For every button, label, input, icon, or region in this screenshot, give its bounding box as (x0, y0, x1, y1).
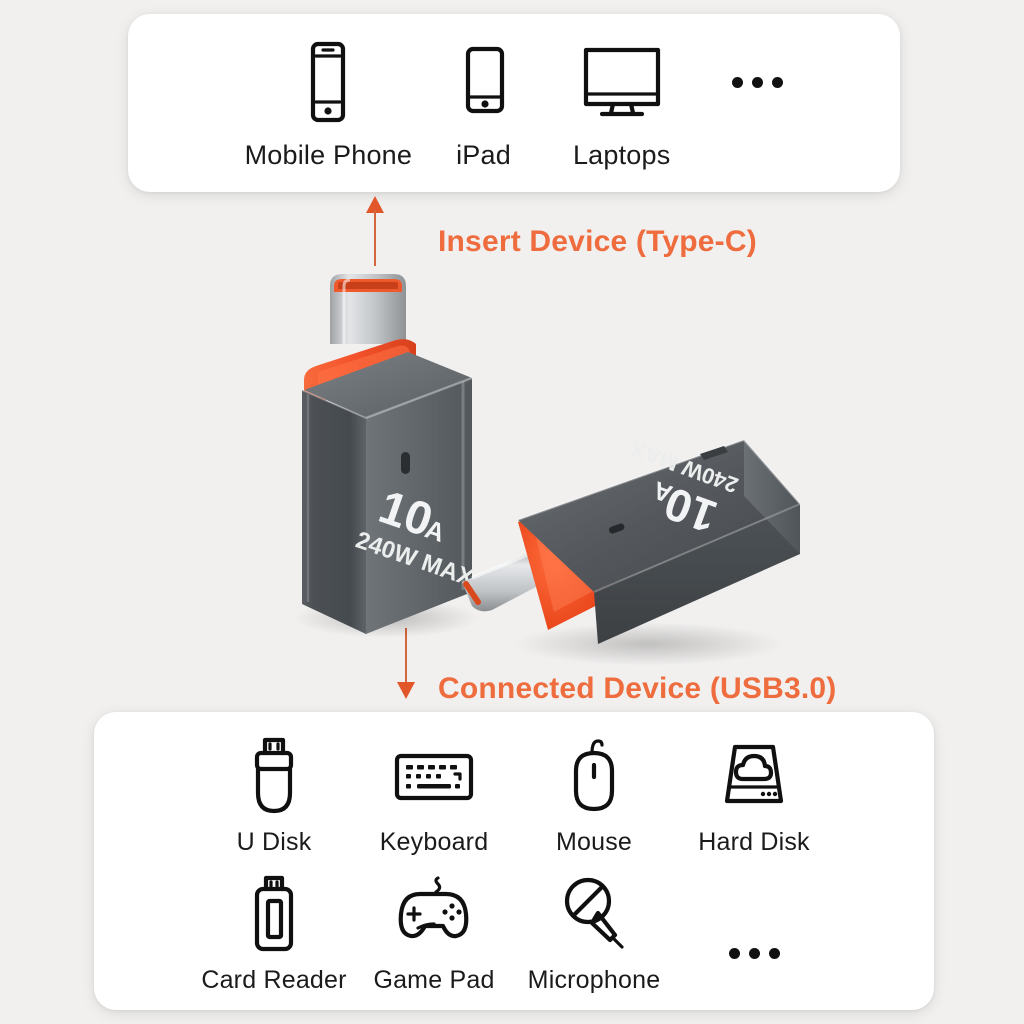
arrow-head (366, 196, 384, 213)
connected-device-card: U Disk (94, 712, 934, 1010)
connected-device-caption: Connected Device (USB3.0) (438, 672, 837, 705)
dot (748, 947, 760, 959)
device-item-ipad: iPad (456, 40, 511, 171)
ipad-icon (458, 40, 510, 124)
game-pad-icon (390, 872, 478, 956)
device-item-game-pad: Game Pad (354, 872, 514, 995)
dot (772, 76, 784, 88)
device-item-card-reader: Card Reader (194, 872, 354, 995)
device-item-keyboard: Keyboard (354, 734, 514, 857)
arrow-shaft (374, 210, 376, 266)
body-left-face (302, 390, 366, 634)
type-c-plug (330, 274, 406, 344)
keyboard-icon (392, 734, 476, 818)
device-item-more (674, 911, 834, 995)
microphone-icon (558, 872, 630, 956)
connected-device-item-row-2: Card Reader (94, 872, 934, 995)
led-indicator-slot (608, 523, 625, 534)
body-notch (700, 446, 728, 460)
ellipsis-icon (728, 911, 780, 995)
dot (768, 947, 780, 959)
device-label: Keyboard (379, 828, 489, 856)
hard-disk-icon (719, 734, 789, 818)
adapter-vertical-view: 10 A 240W MAX (258, 252, 518, 652)
device-item-microphone: Microphone (514, 872, 674, 995)
insert-device-item-row: Mobile Phone iPad (128, 40, 900, 170)
body-top-face (518, 440, 800, 592)
dot (752, 76, 764, 88)
ellipsis-dots (728, 947, 780, 959)
device-label: iPad (456, 140, 511, 170)
device-label: Hard Disk (698, 828, 810, 856)
device-label: Microphone (527, 966, 661, 994)
mobile-phone-icon (300, 40, 356, 124)
body-right-face (744, 440, 800, 554)
body-top-face (304, 352, 472, 418)
card-reader-icon (246, 872, 302, 956)
body-front-face (594, 504, 800, 644)
device-label: Card Reader (201, 966, 347, 994)
laptop-monitor-icon (578, 40, 666, 124)
insert-device-card: Mobile Phone iPad (128, 14, 900, 192)
device-item-mobile-phone: Mobile Phone (245, 40, 413, 171)
insert-device-caption: Insert Device (Type-C) (438, 225, 757, 258)
device-item-more (732, 40, 784, 124)
connected-device-item-row-1: U Disk (94, 734, 934, 857)
device-item-laptops: Laptops (573, 40, 670, 171)
ellipsis-dots (732, 76, 784, 88)
arrow-down-icon (395, 628, 417, 700)
mouse-icon (566, 734, 622, 818)
device-label: Mobile Phone (244, 140, 413, 170)
adapter-horizontal-view: 10 A 240W MAX (448, 404, 828, 674)
arrow-shaft (405, 628, 407, 684)
device-item-hard-disk: Hard Disk (674, 734, 834, 857)
device-label: Mouse (555, 828, 633, 856)
arrow-head (397, 682, 415, 699)
product-shadow (513, 622, 783, 666)
dot (728, 947, 740, 959)
arrow-up-icon (364, 196, 386, 266)
body-front-face (366, 378, 472, 634)
ellipsis-icon (732, 40, 784, 124)
u-disk-icon (246, 734, 302, 818)
device-label: Game Pad (373, 966, 495, 994)
device-label: U Disk (236, 828, 312, 856)
device-item-mouse: Mouse (514, 734, 674, 857)
led-indicator-slot (401, 452, 410, 474)
dot (732, 76, 744, 88)
device-label: Laptops (572, 140, 671, 170)
device-item-u-disk: U Disk (194, 734, 354, 857)
